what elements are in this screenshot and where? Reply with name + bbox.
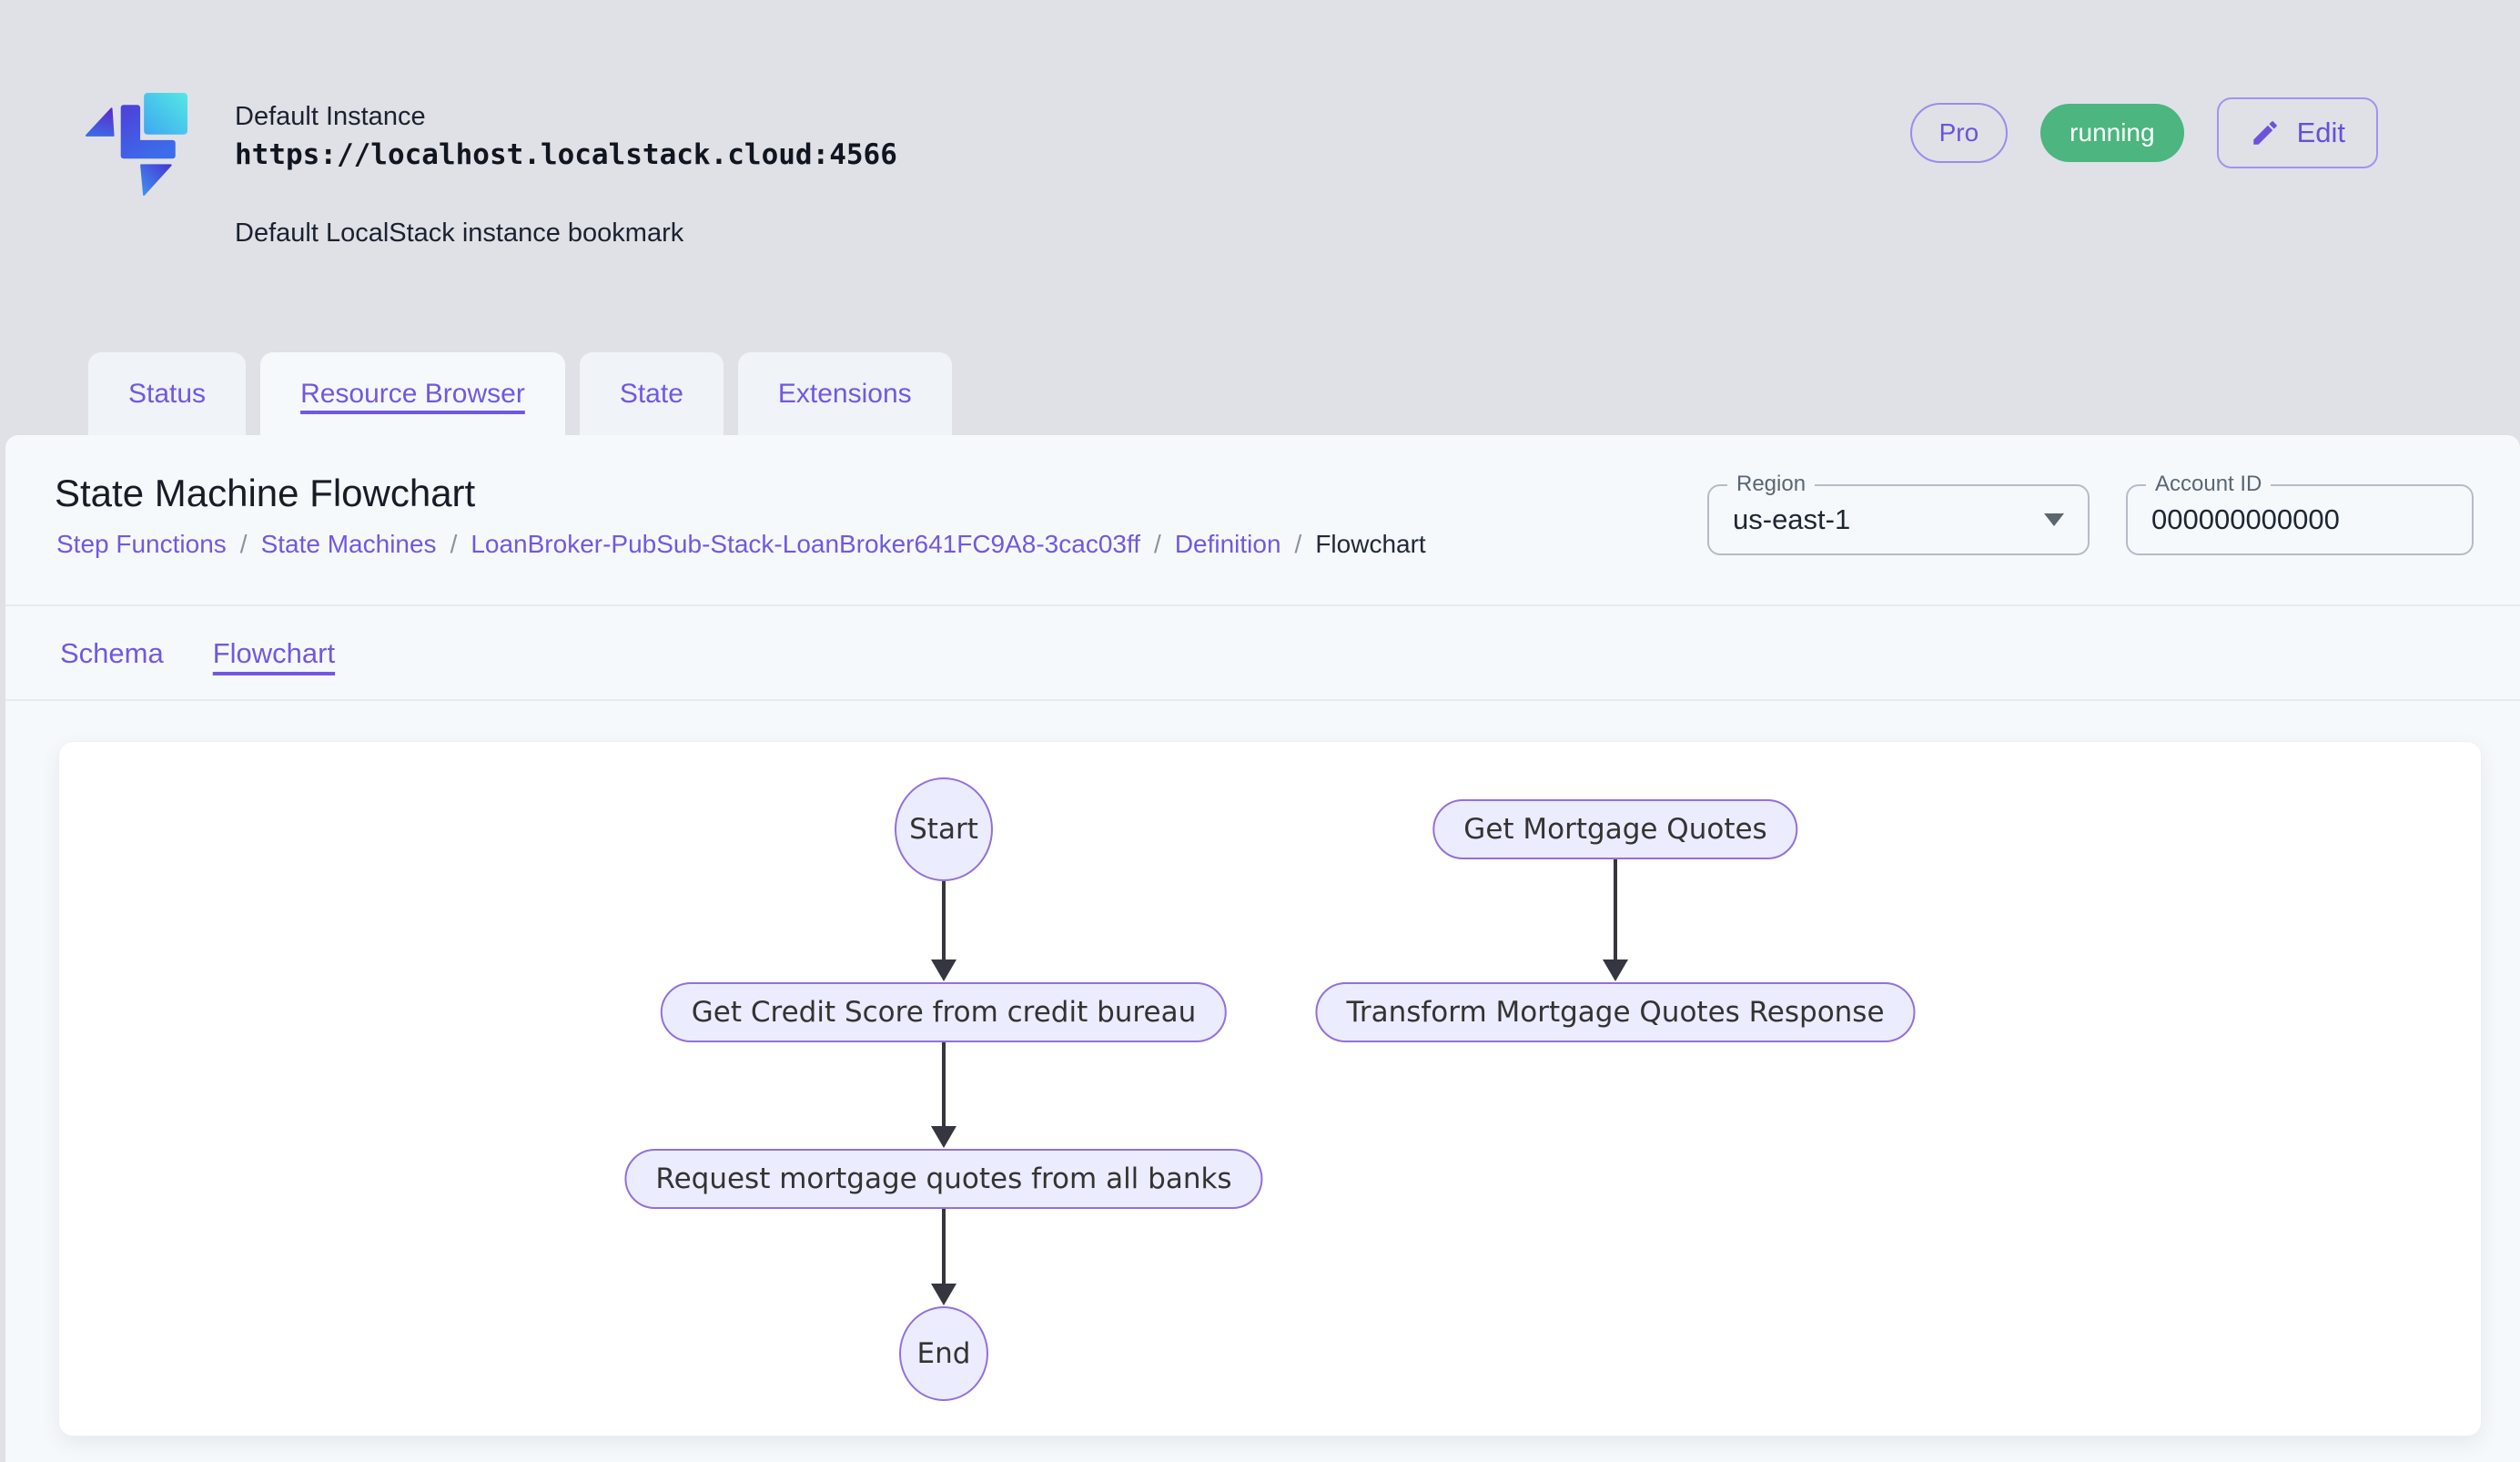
breadcrumb-separator: /: [450, 530, 458, 558]
instance-url: https://localhost.localstack.cloud:4566: [235, 138, 897, 171]
flow-node-transform: Transform Mortgage Quotes Response: [1315, 982, 1916, 1042]
breadcrumb-item-loanbroker-pubsub-stack-loanbr[interactable]: LoanBroker-PubSub-Stack-LoanBroker641FC9…: [471, 530, 1141, 558]
flow-node-request: Request mortgage quotes from all banks: [624, 1149, 1263, 1209]
subtab-flowchart[interactable]: Flowchart: [212, 637, 336, 669]
arrow-line: [942, 1042, 946, 1130]
flow-node-start: Start: [895, 777, 993, 881]
flow-node-gmq: Get Mortgage Quotes: [1432, 799, 1798, 859]
header-fields: Region us-east-1 Account ID: [1707, 472, 2474, 555]
region-value: us-east-1: [1733, 503, 1851, 535]
arrow-head-icon: [931, 1284, 956, 1305]
subtab-row: Schema Flowchart: [5, 608, 2520, 701]
instance-description: Default LocalStack instance bookmark: [235, 218, 684, 248]
account-id-field: Account ID: [2126, 472, 2474, 555]
edit-button-label: Edit: [2296, 117, 2345, 148]
status-badge: running: [2040, 104, 2184, 162]
breadcrumb-item-definition[interactable]: Definition: [1174, 530, 1281, 558]
arrow-head-icon: [931, 959, 956, 981]
breadcrumb-item-step-functions[interactable]: Step Functions: [56, 530, 227, 558]
tab-resource-browser[interactable]: Resource Browser: [260, 352, 565, 435]
arrow-head-icon: [1603, 959, 1628, 981]
page-title: State Machine Flowchart: [55, 472, 476, 514]
subtab-schema[interactable]: Schema: [60, 637, 164, 669]
instance-name: Default Instance: [235, 102, 426, 131]
tab-status[interactable]: Status: [88, 352, 247, 435]
region-label: Region: [1727, 472, 1816, 498]
arrow-line: [1614, 859, 1617, 963]
breadcrumb-separator: /: [1154, 530, 1161, 558]
flow-node-end: End: [899, 1306, 988, 1401]
localstack-logo-icon: [86, 93, 187, 196]
tab-state[interactable]: State: [579, 352, 724, 435]
arrow-head-icon: [931, 1126, 956, 1148]
breadcrumb-item-flowchart: Flowchart: [1315, 530, 1426, 558]
region-select[interactable]: Region us-east-1: [1707, 472, 2090, 555]
chevron-down-icon: [2044, 513, 2064, 526]
edit-button[interactable]: Edit: [2216, 97, 2378, 168]
arrow-line: [942, 881, 946, 963]
pencil-icon: [2252, 121, 2277, 145]
pro-badge: Pro: [1909, 103, 2009, 163]
account-id-label: Account ID: [2146, 472, 2272, 498]
breadcrumb-item-state-machines[interactable]: State Machines: [260, 530, 437, 558]
breadcrumb: Step Functions / State Machines / LoanBroker…: [56, 530, 1426, 559]
breadcrumb-separator: /: [239, 530, 248, 558]
breadcrumb-separator: /: [1294, 530, 1302, 558]
arrow-line: [942, 1209, 946, 1287]
flow-node-credit: Get Credit Score from credit bureau: [660, 982, 1228, 1042]
page-header-section: State Machine Flowchart Step Functions/S…: [5, 435, 2520, 606]
tab-extensions[interactable]: Extensions: [737, 352, 952, 435]
content-panel: State Machine Flowchart Step Functions/S…: [5, 435, 2520, 1462]
header-badges: Pro running Edit: [1909, 95, 2378, 171]
